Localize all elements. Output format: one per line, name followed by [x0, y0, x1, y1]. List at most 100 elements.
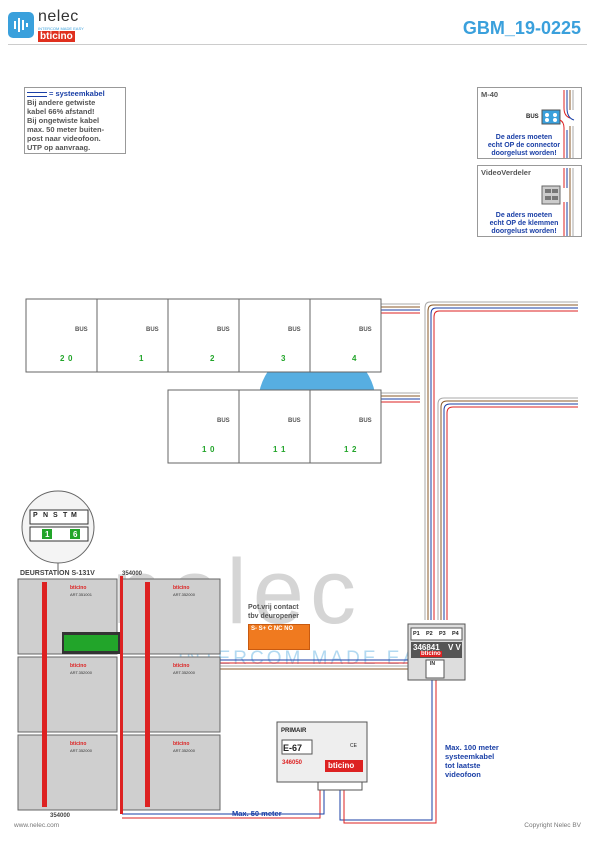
watermark-subtext: INTERCOM MADE EASY [178, 648, 450, 669]
pot-terminal-labels: S- S+ C NC NO [251, 626, 294, 632]
module-brand: bticino [173, 741, 190, 747]
monitor-code: 2 [352, 445, 357, 454]
dip-label: S [53, 512, 58, 519]
pot-label-line: tbv deuropener [248, 612, 299, 620]
dip-value: 6 [73, 530, 78, 539]
m40-note-line: echt OP de connector [487, 142, 561, 149]
module-brand: bticino [173, 663, 190, 669]
module-brand: bticino [70, 585, 87, 591]
monitor-code: 1 [202, 445, 207, 454]
monitor-bus-label: BUS [359, 327, 372, 333]
monitor-code: 1 [273, 445, 278, 454]
videoverdeler-title: VideoVerdeler [481, 168, 531, 177]
max100-line: Max. 100 meter [445, 743, 499, 752]
m40-title: M-40 [481, 90, 499, 99]
module-code: ART.351001 [70, 592, 92, 597]
dip-switch-callout [21, 490, 95, 575]
cable-legend-icon [27, 91, 47, 97]
legend-label: = systeemkabel [49, 89, 105, 98]
vv-note-line: echt OP de klemmen [489, 220, 559, 227]
distributor-vv: V V [448, 643, 461, 652]
footer-copyright: Copyright Nelec BV [524, 822, 581, 829]
info-line: max. 50 meter buiten- [27, 125, 105, 134]
monitor-bus-label: BUS [217, 327, 230, 333]
monitor-code: 4 [352, 354, 357, 363]
max100-line: videofoon [445, 770, 481, 779]
monitor-bus-label: BUS [75, 327, 88, 333]
m40-note: De aders moeten echt OP de connector doo… [478, 134, 570, 158]
frame-bottom-code: 354000 [50, 813, 71, 819]
cable-info-box: = systeemkabel Bij andere getwiste kabel… [24, 87, 126, 154]
max100-line: systeemkabel [445, 752, 495, 761]
module-code: ART.352000 [173, 592, 195, 597]
max100-line: tot laatste [445, 761, 481, 770]
max50-annotation: Max. 50 meter [232, 809, 282, 818]
psu-ce: CE [350, 743, 357, 749]
m40-connector-icon [541, 90, 575, 158]
dip-label: T [63, 512, 68, 519]
videoverdeler-icon [541, 168, 574, 236]
monitor-code: 2 [210, 354, 215, 363]
vv-note-line: doorgelust worden! [491, 228, 557, 235]
dip-label: P [33, 512, 38, 519]
info-line: Bij ongetwiste kabel [27, 116, 100, 125]
info-line: kabel 66% afstand! [27, 107, 95, 116]
dip-value: 1 [45, 530, 50, 539]
distributor-in: IN [430, 661, 435, 667]
distributor-code: 346841 [413, 643, 440, 652]
module-brand: bticino [70, 741, 87, 747]
footer-website: www.nelec.com [14, 822, 60, 829]
m40-note-line: De aders moeten [495, 134, 553, 141]
info-line: post naar videofoon. [27, 134, 101, 143]
psu-primair: PRIMAIR [281, 728, 307, 734]
videoverdeler-note: De aders moeten echt OP de klemmen doorg… [478, 212, 570, 236]
monitor-bus-label: BUS [288, 418, 301, 424]
distributor-p3: P3 [439, 631, 446, 637]
brand-tagline: INTERCOM MADE EASY [38, 26, 84, 31]
distributor-brand: bticino [420, 651, 442, 657]
distributor-p2: P2 [426, 631, 433, 637]
pot-label-line: Pot.vrij contact [248, 604, 299, 611]
monitor-bus-label: BUS [146, 327, 159, 333]
monitor-row-1 [25, 298, 382, 373]
header-divider [8, 44, 587, 45]
module-code: ART.352000 [173, 670, 195, 675]
power-supply-device [276, 721, 368, 791]
nelec-logo-icon [8, 12, 34, 38]
max100-annotation: Max. 100 meter systeemkabel tot laatste … [445, 743, 499, 779]
pot-contact-label: Pot.vrij contact tbv deuropener [248, 604, 299, 621]
psu-code: 346050 [282, 760, 303, 766]
monitor-code: 2 [60, 354, 65, 363]
distributor-p4: P4 [452, 631, 459, 637]
monitor-code: 3 [281, 354, 286, 363]
info-line: UTP op aanvraag. [27, 143, 91, 152]
door-station-frame [17, 576, 221, 814]
monitor-code: 1 [139, 354, 144, 363]
psu-brand: bticino [328, 761, 355, 770]
monitor-row-2 [167, 389, 382, 464]
module-code: ART.352000 [70, 670, 92, 675]
monitor-code: 1 [281, 445, 286, 454]
module-brand: bticino [70, 663, 87, 669]
module-code: ART.352000 [70, 748, 92, 753]
m40-box: M-40 BUS De aders moeten echt OP de conn… [477, 87, 582, 159]
m40-bus-label: BUS [526, 114, 539, 120]
vv-note-line: De aders moeten [495, 212, 553, 219]
distributor-p1: P1 [413, 631, 420, 637]
dip-label: N [43, 512, 49, 519]
module-brand: bticino [173, 585, 190, 591]
partner-logo: bticino [38, 31, 75, 42]
dip-label: M [71, 512, 77, 519]
pot-contact-terminal: S- S+ C NC NO [248, 624, 310, 650]
monitor-bus-label: BUS [217, 418, 230, 424]
monitor-bus-label: BUS [288, 327, 301, 333]
psu-model: E-67 [283, 743, 303, 753]
monitor-code: 0 [210, 445, 215, 454]
document-code: GBM_19-0225 [462, 18, 581, 38]
door-station-title: DEURSTATION S-131V [20, 570, 95, 577]
module-code: ART.352000 [173, 748, 195, 753]
m40-note-line: doorgelust worden! [491, 150, 557, 157]
monitor-bus-label: BUS [359, 418, 372, 424]
monitor-code: 1 [344, 445, 349, 454]
